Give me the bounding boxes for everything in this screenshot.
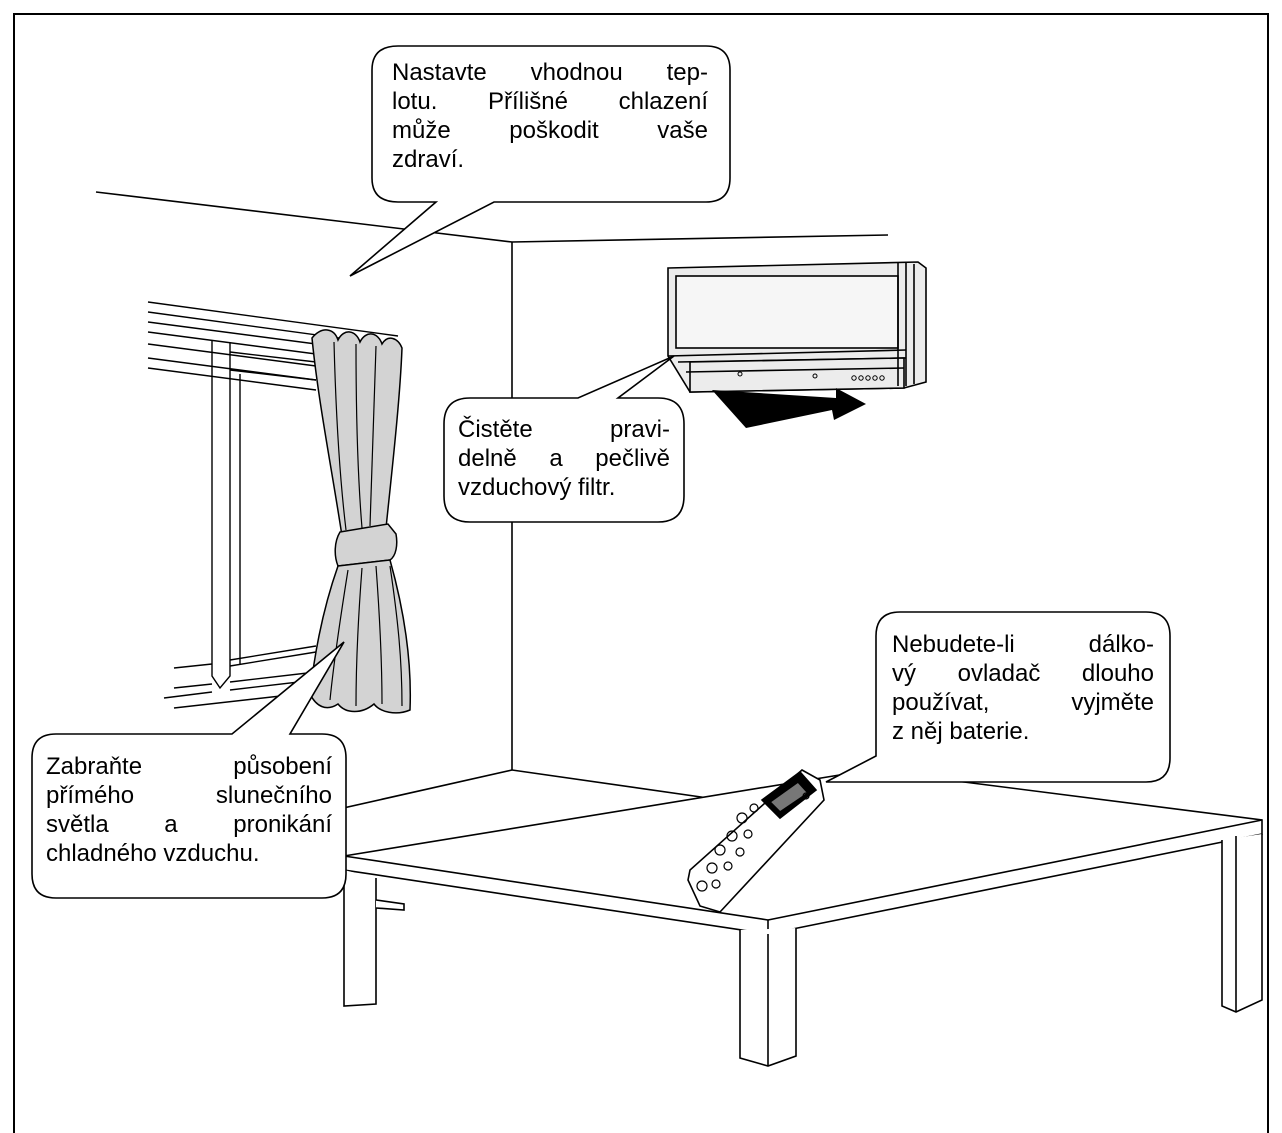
- callout-temperature-line: může poškodit vaše: [392, 117, 708, 144]
- callout-filter-bubble: [443, 355, 685, 523]
- callout-curtain-line: světla a pronikání: [46, 811, 332, 838]
- callout-remote-line: používat, vyjměte: [892, 689, 1154, 716]
- window-icon: [147, 301, 399, 709]
- airflow-arrow-icon: [712, 388, 866, 428]
- callout-temperature-line: lotu. Přílišné chlazení: [392, 88, 708, 115]
- callout-temperature: Nastavte vhodnou tep- lotu. Přílišné chl…: [392, 58, 708, 174]
- callout-remote-line: z něj baterie.: [892, 718, 1030, 745]
- callout-remote: Nebudete-li dálko- vý ovladač dlouho pou…: [892, 630, 1154, 746]
- remote-control-icon: [687, 769, 825, 913]
- callout-temperature-bubble: [349, 45, 731, 277]
- callout-filter-line: Čistěte pravi-: [458, 416, 670, 443]
- callout-curtain-line: Zabraňte působení: [46, 753, 332, 780]
- callout-temperature-line: Nastavte vhodnou tep-: [392, 59, 708, 86]
- callout-filter: Čistěte pravi- delně a pečlivě vzduchový…: [458, 415, 670, 502]
- callout-filter-line: vzduchový filtr.: [458, 474, 616, 501]
- callout-remote-bubble: [825, 611, 1171, 783]
- callout-curtain-line: přímého slunečního: [46, 782, 332, 809]
- callout-temperature-line: zdraví.: [392, 146, 465, 173]
- callout-bubbles: [31, 45, 1171, 899]
- callout-curtain-line: chladného vzduchu.: [46, 840, 260, 867]
- callout-remote-line: vý ovladač dlouho: [892, 660, 1154, 687]
- callout-filter-line: delně a pečlivě: [458, 445, 670, 472]
- callout-curtain: Zabraňte působení přímého slunečního svě…: [46, 752, 332, 868]
- callout-remote-line: Nebudete-li dálko-: [892, 631, 1154, 658]
- callout-curtain-bubble: [31, 641, 347, 899]
- air-conditioner-icon: [667, 261, 927, 393]
- page-frame: [13, 13, 1269, 1133]
- curtain-icon: [309, 329, 412, 714]
